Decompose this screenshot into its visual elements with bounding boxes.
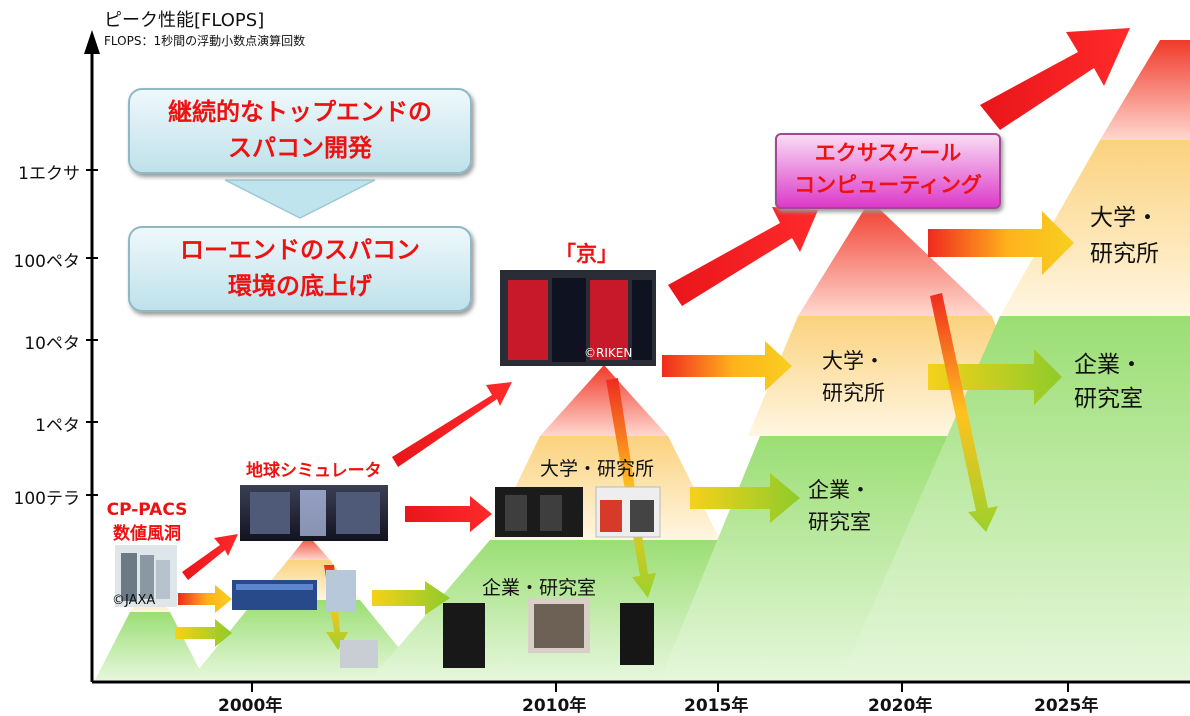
label-jaxa: ©JAXA bbox=[112, 593, 156, 608]
label-corp-2015: 企業・ 研究室 bbox=[808, 478, 871, 534]
label-corp-2010: 企業・研究室 bbox=[482, 577, 597, 599]
arrow-2020-to-2025-corp bbox=[928, 349, 1062, 405]
arrow-2020-to-2025-univ bbox=[928, 211, 1074, 275]
down-triangle bbox=[224, 179, 376, 219]
label-univ-2018: 大学・ 研究所 bbox=[822, 349, 885, 405]
y-tick-100tera: 100テラ bbox=[13, 489, 80, 509]
x-tick-2020: 2020年 bbox=[868, 696, 933, 716]
arrow-diag-kei-to-exa bbox=[668, 207, 818, 306]
y-axis-subtitle: FLOPS：1秒間の浮動小数点演算回数 bbox=[104, 34, 306, 48]
box-exascale: エクサスケール コンピューティング bbox=[775, 133, 1001, 209]
y-tick-1peta: 1ペタ bbox=[35, 416, 80, 436]
arrow-kei-to-univ2018 bbox=[662, 341, 792, 391]
y-tick-10peta: 10ペタ bbox=[24, 334, 80, 354]
label-kei: 「京」 bbox=[555, 242, 618, 266]
arrow-es-to-2010 bbox=[405, 496, 492, 532]
x-tick-2010: 2010年 bbox=[522, 696, 587, 716]
arrow-diag-exa-to-top bbox=[980, 28, 1130, 130]
pyramid-2025 bbox=[840, 40, 1190, 680]
x-tick-2015: 2015年 bbox=[684, 696, 749, 716]
rack-2010c bbox=[443, 603, 485, 668]
arrow-cp-to-es-2 bbox=[175, 619, 232, 647]
arrow-2010-to-2015 bbox=[690, 473, 800, 523]
label-earth-simulator: 地球シミュレータ bbox=[246, 461, 382, 481]
x-tick-2025: 2025年 bbox=[1034, 696, 1099, 716]
label-corp-2025: 企業・ 研究室 bbox=[1074, 352, 1143, 412]
machine-photos bbox=[115, 270, 661, 668]
rack-2000b bbox=[326, 570, 356, 612]
arrow-diag-cp-to-es bbox=[182, 534, 238, 580]
x-tick-2000: 2000年 bbox=[218, 696, 283, 716]
label-univ-2010: 大学・研究所 bbox=[540, 458, 655, 480]
y-tick-1exa: 1エクサ bbox=[18, 164, 80, 184]
box-low-end-environment: ローエンドのスパコン 環境の底上げ bbox=[128, 226, 472, 312]
y-axis-title: ピーク性能[FLOPS] bbox=[104, 10, 265, 31]
arrow-cp-to-es-1 bbox=[178, 585, 232, 613]
rack-2010e bbox=[620, 603, 654, 665]
box-top-end-development: 継続的なトップエンドの スパコン開発 bbox=[128, 88, 472, 174]
label-cp-pacs: CP-PACS 数値風洞 bbox=[106, 500, 188, 544]
axes bbox=[84, 30, 1190, 692]
label-riken: ©RIKEN bbox=[584, 346, 633, 360]
y-tick-100peta: 100ペタ bbox=[13, 252, 80, 272]
arrow-down-2020 bbox=[930, 293, 998, 532]
rack-2000c bbox=[340, 640, 378, 668]
arrow-diag-es-to-kei bbox=[392, 382, 512, 467]
arrow-es-to-corp2010 bbox=[372, 581, 450, 615]
label-univ-2025: 大学・ 研究所 bbox=[1090, 205, 1159, 267]
